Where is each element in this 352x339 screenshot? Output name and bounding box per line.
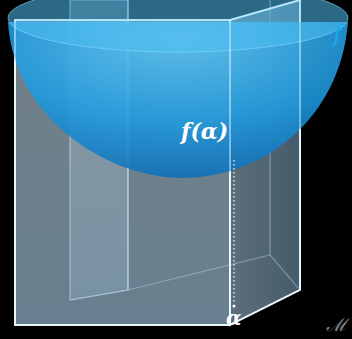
bowl-rim [8,0,348,52]
function-name: f [333,22,342,46]
point-label: α [226,308,241,328]
function-value: f(α) [181,120,228,142]
manifold-label: ℳ [326,316,347,334]
dotted-guide [233,160,234,302]
